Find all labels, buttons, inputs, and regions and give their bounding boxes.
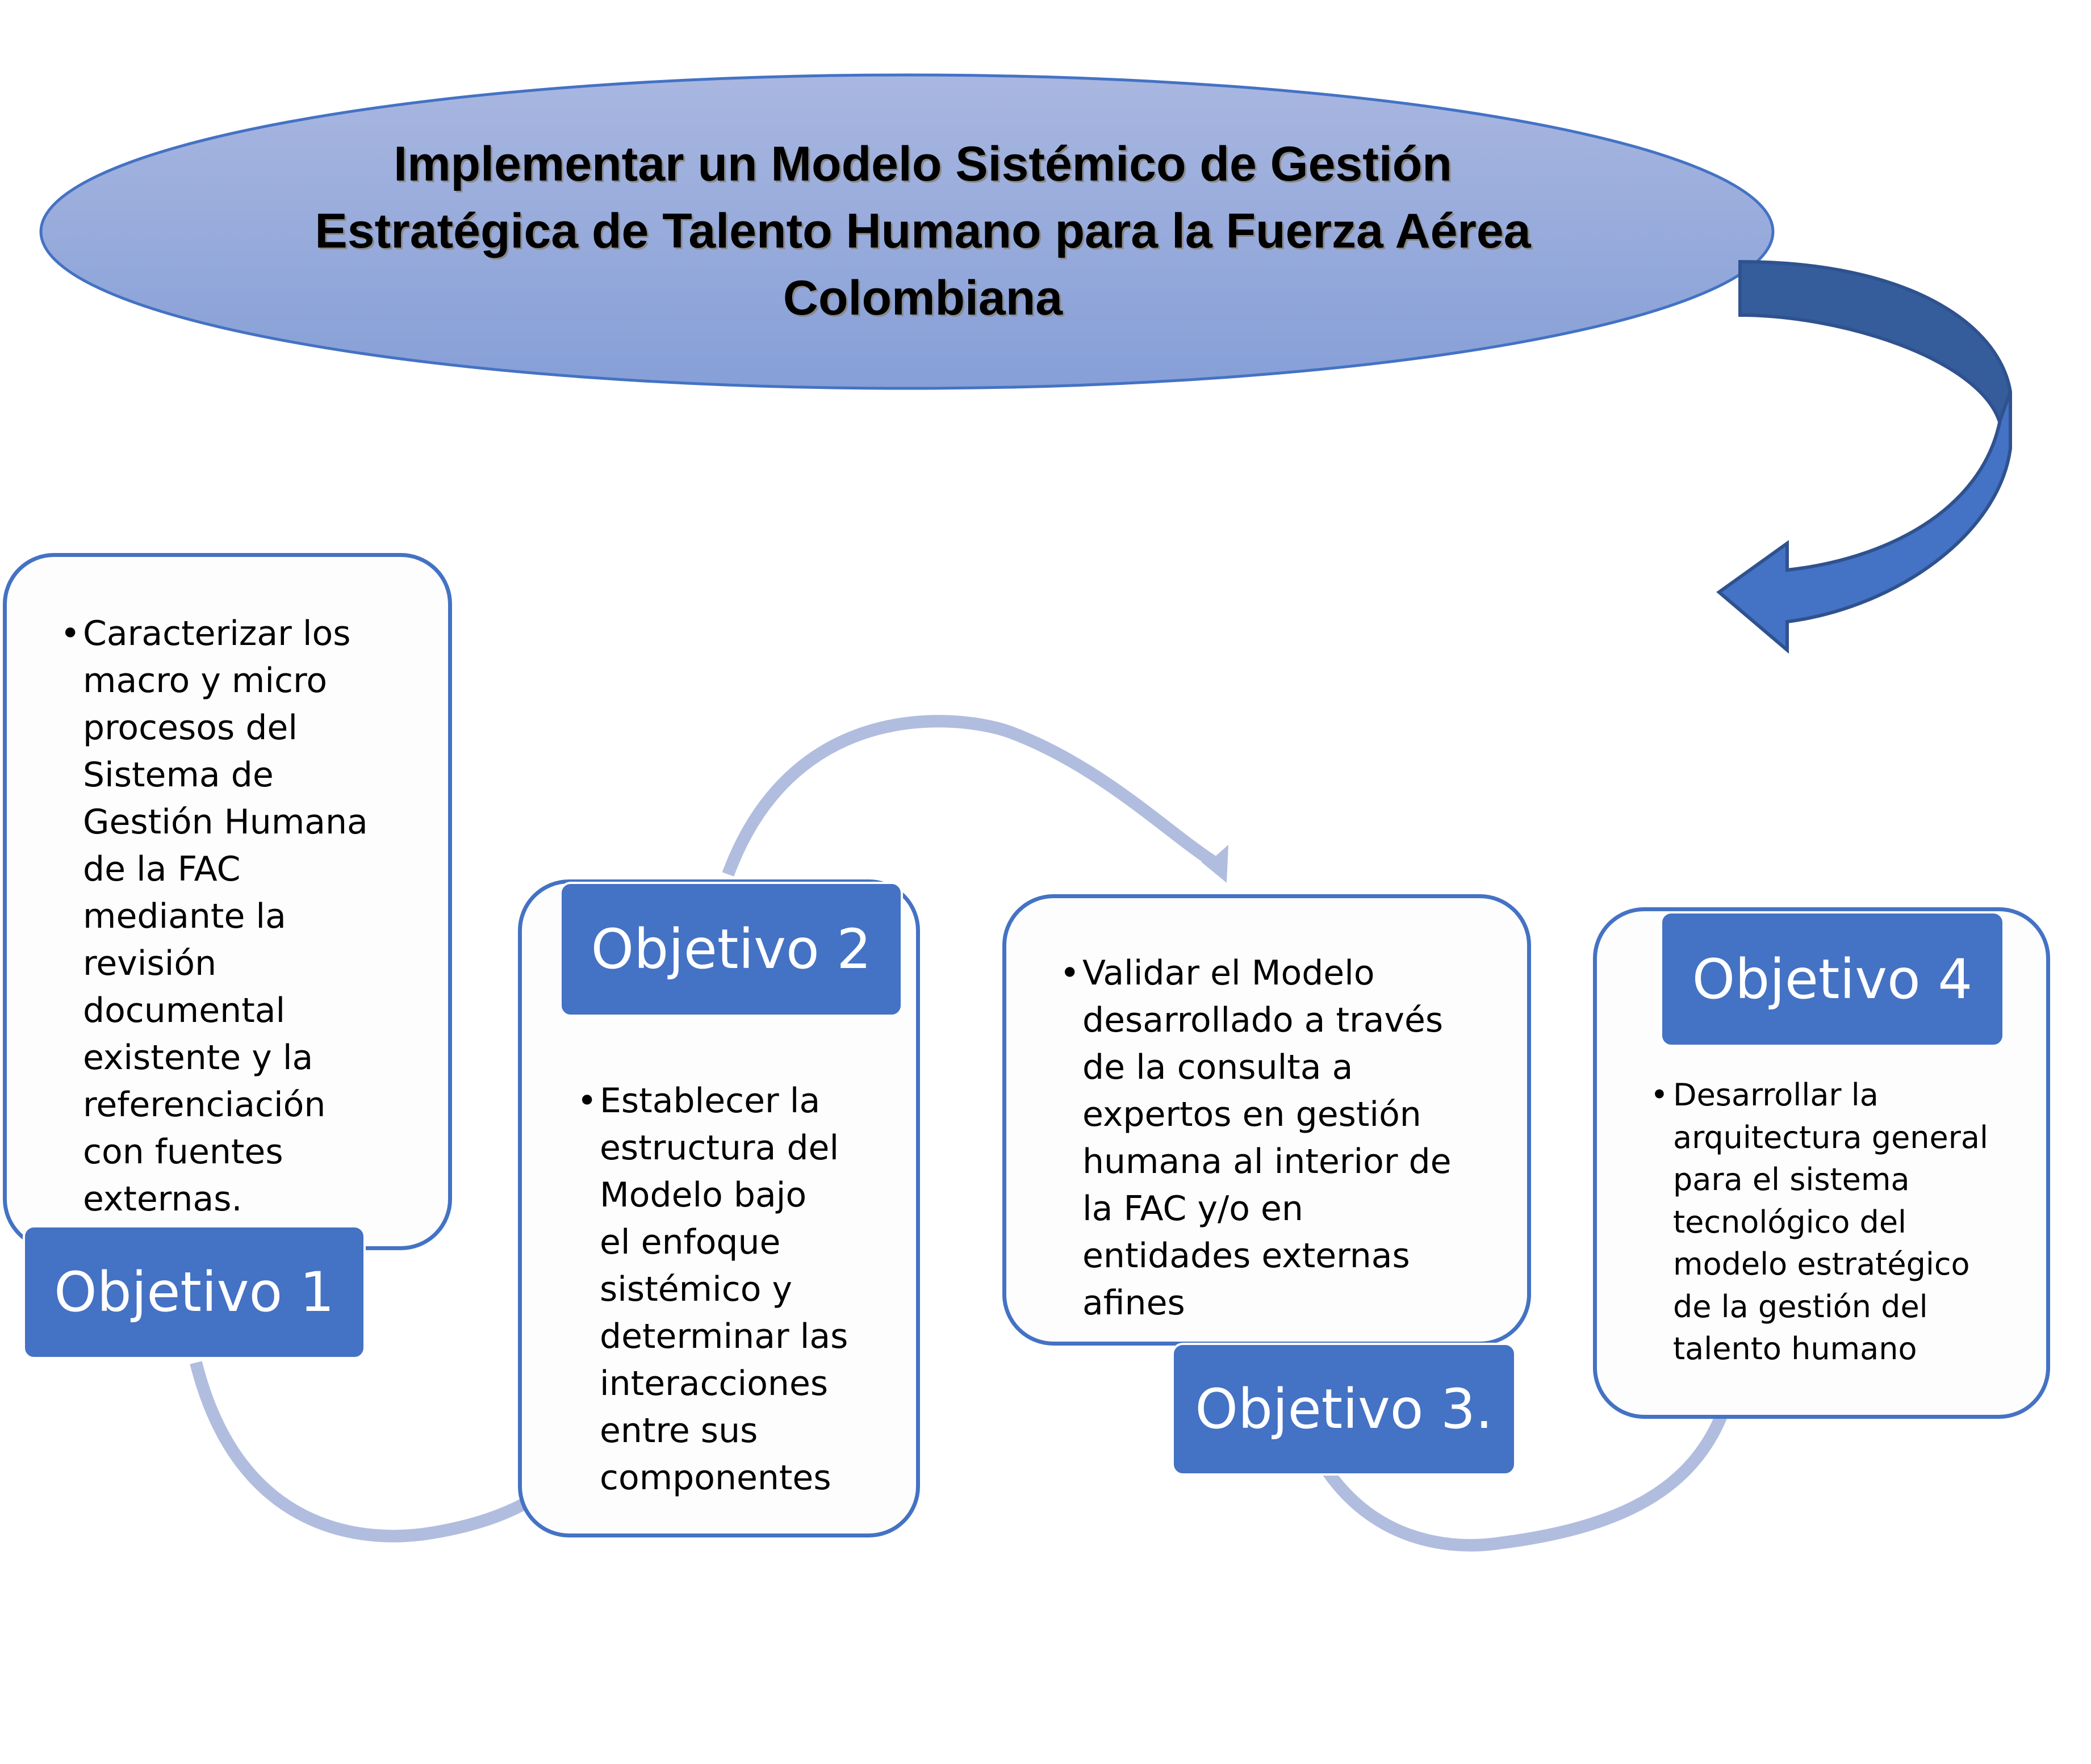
objective-3-line: de la consulta a [1082,1047,1353,1087]
objective-4-line: de la gestión del [1673,1288,1928,1325]
objective-1-line: procesos del [83,708,298,748]
objective-3-line: expertos en gestión [1082,1095,1421,1134]
objective-2-line: estructura del [600,1128,839,1168]
objective-1-card [3,553,452,1250]
objective-3-lines: Validar el Modelo desarrollado a través de… [1082,950,1525,1327]
bullet-icon: • [1060,953,1080,993]
objective-2-line: componentes [600,1458,831,1498]
objective-1-line: Caracterizar los [83,614,351,653]
objective-1-line: con fuentes [83,1132,283,1172]
objective-1-line: mediante la [83,896,286,936]
objective-3-text: • Validar el Modelo desarrollado a través… [1060,950,1525,1327]
objective-1-line: revisión [83,944,217,983]
return-arrow-top-band [1738,259,2012,422]
objective-2-line: entre sus [600,1411,758,1451]
goal-title-line-3: Colombiana [783,271,1063,325]
objective-4-line: arquitectura general [1673,1119,1989,1155]
objective-2-line: sistémico y [600,1269,793,1309]
objective-1-line: documental [83,991,286,1030]
objective-1-lines: Caracterizar los macro y micro procesos de… [83,610,435,1223]
goal-ellipse [39,73,1775,390]
objective-4-line: para el sistema [1673,1162,1910,1197]
bullet-icon: • [1650,1077,1668,1113]
goal-title-line-2: Estratégica de Talento Humano para la Fu… [315,204,1531,258]
objective-4-line: Desarrollar la [1673,1077,1879,1113]
return-arrow-bottom-band [1716,391,2012,654]
objective-4-lines: Desarrollar la arquitectura general para e… [1673,1074,2042,1371]
objective-3-card [1002,894,1531,1346]
goal-title-line-1: Implementar un Modelo Sistémico de Gesti… [394,137,1452,191]
objective-4-line: tecnológico del [1673,1204,1907,1240]
objective-3-line: la FAC y/o en [1082,1189,1303,1229]
objective-1-line: externas. [83,1179,242,1219]
objective-3-line: afines [1082,1283,1185,1323]
bullet-icon: • [60,614,81,653]
objective-3-line: desarrollado a través [1082,1000,1444,1040]
objective-3-line: entidades externas [1082,1236,1410,1276]
objective-2-label: Objetivo 2 [559,882,903,1017]
objective-2-line: determinar las [600,1317,848,1356]
objective-4-label: Objetivo 4 [1660,911,2005,1047]
objective-3-label: Objetivo 3. [1172,1343,1516,1476]
objective-2-line: Modelo bajo [600,1175,807,1215]
objective-1-line: Gestión Humana [83,802,368,842]
objective-4-text: • Desarrollar la arquitectura general para… [1650,1074,2042,1371]
objective-1-line: macro y micro [83,661,328,701]
objective-1-line: referenciación [83,1085,326,1125]
objective-2-line: el enfoque [600,1222,781,1262]
objective-1-line: de la FAC [83,849,241,889]
objective-1-line: existente y la [83,1038,313,1078]
connector-arc-3-4 [1318,1400,1733,1552]
goal-title: Implementar un Modelo Sistémico de Gesti… [170,131,1675,332]
connector-arc-2-3 [722,715,1219,877]
objective-1-label: Objetivo 1 [23,1225,366,1359]
connector-arrowhead-2-3 [1201,845,1228,883]
objective-4-line: modelo estratégico [1673,1246,1970,1282]
connector-arc-1-2 [190,1361,572,1543]
objective-4-line: talento humano [1673,1331,1917,1367]
objective-2-line: Establecer la [600,1081,821,1121]
objective-1-line: Sistema de [83,755,274,795]
objective-3-line: humana al interior de [1082,1142,1452,1181]
objective-1-text: • Caracterizar los macro y micro procesos … [60,610,435,1223]
bullet-icon: • [577,1081,597,1121]
objective-3-line: Validar el Modelo [1082,953,1375,993]
objective-2-line: interacciones [600,1364,829,1403]
